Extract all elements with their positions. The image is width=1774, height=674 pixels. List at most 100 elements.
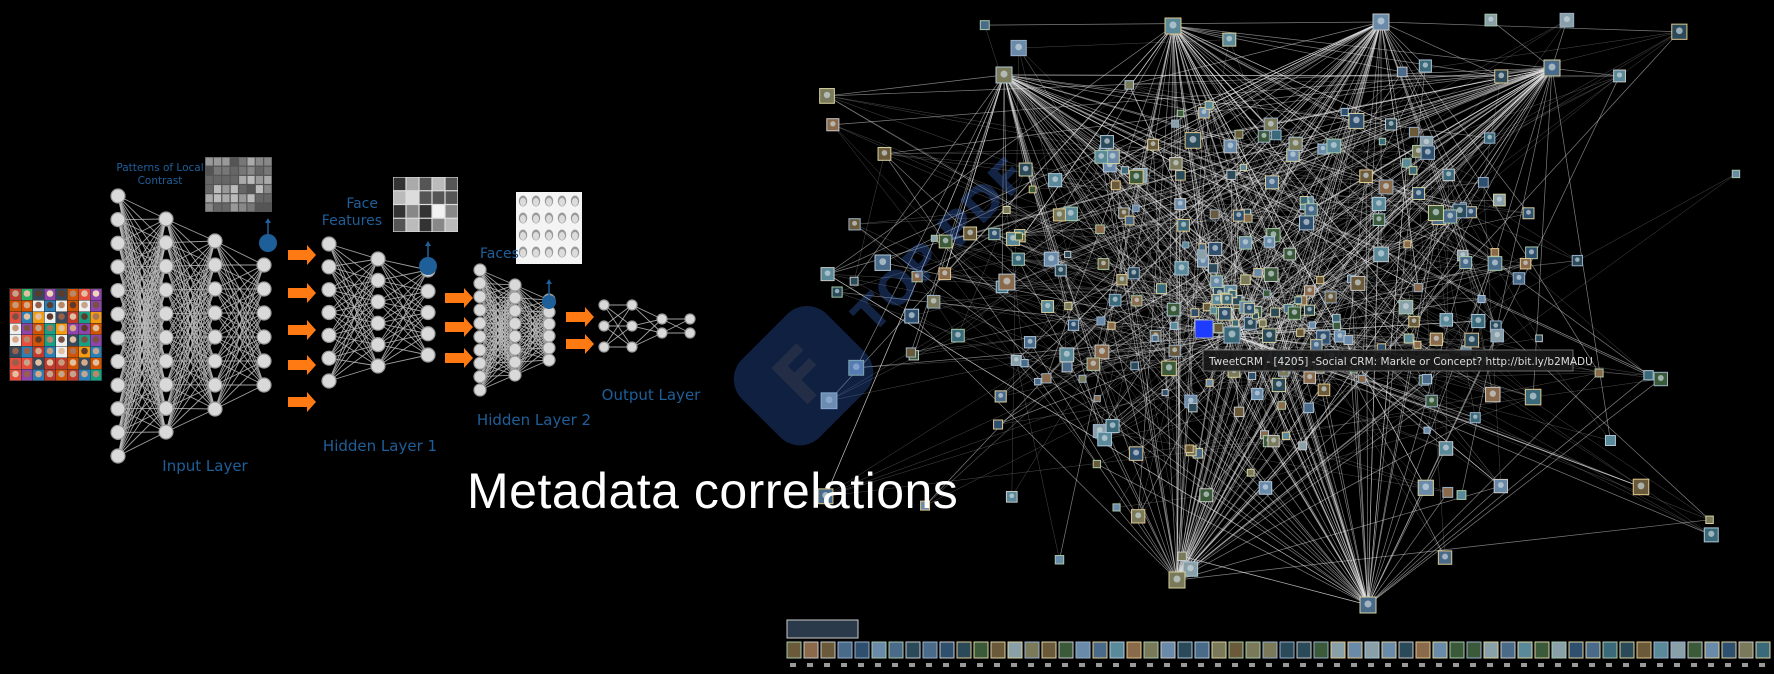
graph-node-thumbnail: [1357, 374, 1367, 384]
graph-node-avatar: [942, 237, 949, 244]
graph-edge: [1124, 21, 1382, 171]
connection-line: [377, 333, 429, 367]
graph-edge: [1129, 21, 1382, 86]
graph-node-thumbnail: [1413, 340, 1422, 349]
strip-label-mark: [1232, 663, 1238, 667]
graph-node-avatar: [1376, 200, 1382, 206]
graph-edge: [1104, 212, 1471, 440]
graph-node-thumbnail: [1064, 250, 1072, 259]
strip-label-mark: [1351, 663, 1357, 667]
connection-line: [165, 240, 216, 362]
graph-edge: [1115, 185, 1369, 606]
graph-node-avatar: [1468, 336, 1475, 343]
graph-edge: [1438, 217, 1476, 418]
face-head: [23, 336, 31, 343]
graph-node-thumbnail: [1176, 109, 1185, 118]
contrast-patch-cell: [264, 157, 272, 166]
graph-edge: [853, 153, 885, 282]
neuron-node: [158, 282, 174, 298]
face-head: [23, 290, 31, 297]
strip-thumbnail: [854, 641, 870, 659]
strip-thumbnail: [1500, 641, 1516, 659]
graph-edge: [1006, 209, 1270, 442]
face-head: [46, 313, 54, 320]
strip-thumbnail: [1398, 641, 1414, 659]
graph-node-avatar: [1422, 62, 1428, 68]
graph-edge: [1231, 210, 1460, 336]
face-head: [12, 313, 19, 320]
graph-node-thumbnail: [1234, 129, 1244, 139]
strip-label-mark: [1249, 663, 1255, 667]
graph-edge: [826, 95, 1451, 217]
graph-edge: [832, 67, 1553, 126]
graph-edge: [1172, 25, 1307, 224]
graph-edge: [1367, 485, 1502, 606]
graph-node-avatar: [1015, 255, 1021, 261]
strip-thumbnail: [1415, 641, 1431, 659]
graph-edge: [1135, 67, 1553, 209]
connection-line: [328, 243, 379, 303]
graph-node-thumbnail: [1253, 268, 1263, 278]
face-head: [23, 359, 31, 366]
neuron-node: [207, 305, 223, 321]
contrast-patch-frame: [205, 157, 272, 212]
graph-node-avatar: [1657, 375, 1664, 381]
connection-line: [165, 360, 216, 433]
face-head: [12, 301, 19, 309]
graph-node-avatar: [1227, 142, 1234, 149]
graph-edge: [1161, 21, 1382, 289]
graph-node-thumbnail: [1132, 204, 1140, 213]
graph-node-thumbnail: [1188, 402, 1198, 413]
neuron-node: [321, 259, 337, 275]
face-head: [46, 336, 54, 343]
connection-line: [514, 347, 550, 376]
strip-label-mark: [1266, 663, 1272, 667]
graph-edge: [1176, 350, 1467, 581]
connection-line: [328, 258, 379, 382]
graph-edge: [1256, 21, 1382, 395]
face-head: [23, 324, 31, 332]
graph-edge: [1231, 325, 1337, 336]
graph-node-avatar: [955, 331, 961, 338]
graph-edge: [1003, 74, 1196, 313]
graph-node-thumbnail: [1093, 395, 1101, 403]
connection-line: [165, 240, 216, 314]
graph-edge: [1029, 342, 1178, 581]
graph-edge: [1418, 67, 1553, 152]
graph-node-avatar: [1456, 206, 1463, 213]
face-head: [69, 290, 77, 297]
connection-line: [165, 336, 216, 433]
graph-edge: [1006, 209, 1253, 377]
strip-thumbnail: [1364, 641, 1380, 659]
face-silhouette-inner: [533, 249, 539, 257]
graph-edge: [1100, 156, 1178, 581]
graph-edge: [1133, 272, 1534, 398]
strip-thumbnail: [1483, 641, 1499, 659]
connection-line: [328, 243, 379, 345]
graph-edge: [1245, 203, 1380, 280]
graph-edge: [884, 153, 1529, 214]
graph-edge: [1309, 21, 1382, 311]
graph-edge: [1180, 67, 1553, 205]
neuron-node: [158, 400, 174, 416]
graph-edge: [1066, 366, 1101, 432]
graph-node-avatar: [1290, 151, 1296, 157]
graph-edge: [1123, 212, 1214, 311]
output-layer-label: Output Layer: [602, 386, 702, 404]
connection-line: [479, 361, 516, 391]
connection-line: [328, 301, 379, 382]
graph-node-thumbnail: [1456, 490, 1467, 500]
strip-thumbnail: [1755, 641, 1771, 659]
graph-node-avatar: [1010, 234, 1016, 241]
graph-edge: [1032, 189, 1137, 454]
graph-edge: [1203, 112, 1283, 358]
face-head: [46, 301, 54, 309]
graph-edge: [1231, 215, 1240, 336]
graph-node-avatar: [1424, 148, 1431, 155]
face-head: [92, 313, 100, 320]
graph-edge: [1055, 179, 1284, 372]
connection-line: [479, 348, 516, 391]
graph-edge: [1461, 67, 1553, 496]
arrow-right-icon: [288, 283, 316, 303]
strip-thumbnail: [1517, 641, 1533, 659]
